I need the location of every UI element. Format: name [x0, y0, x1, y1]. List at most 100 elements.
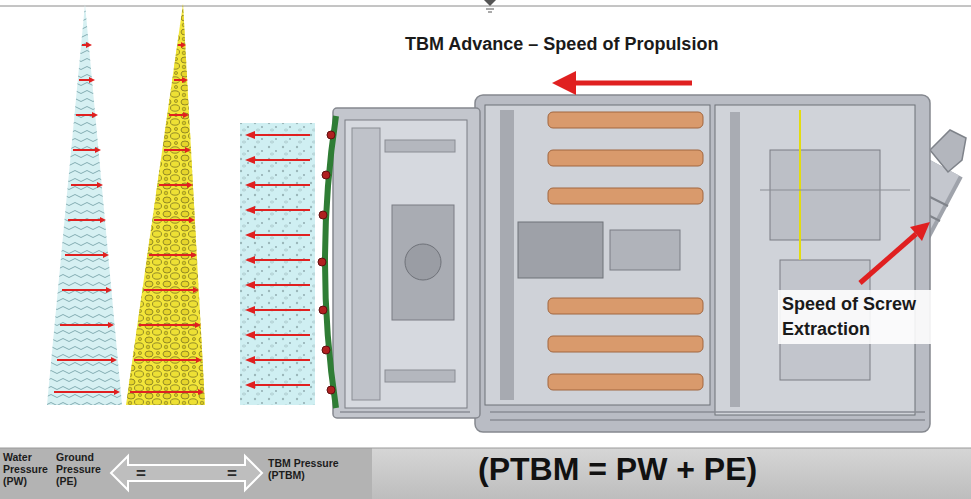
tbm-shield	[333, 108, 480, 418]
thrust-cylinder	[548, 336, 703, 352]
pressure-arrowhead	[181, 42, 204, 395]
tbm-shield	[730, 112, 740, 407]
pressure-arrowhead	[198, 389, 204, 395]
pressure-arrowhead	[181, 42, 186, 48]
advance-arrow	[552, 71, 576, 95]
tbm-shield	[500, 110, 514, 400]
pressure-arrowhead	[245, 156, 255, 164]
water-surface	[0, 0, 971, 12]
pressure-arrow	[139, 324, 196, 326]
pressure-arrowhead	[86, 42, 92, 48]
pressure-arrow	[254, 184, 310, 186]
motion-label: Speed of Screw Extraction	[778, 290, 961, 344]
bottom-bar	[0, 448, 971, 499]
tbm-shield	[475, 95, 930, 432]
pressure-arrowhead	[111, 357, 117, 363]
pressure-arrowhead	[106, 287, 112, 293]
pressure-arrow	[54, 45, 116, 392]
pressure-arrowhead	[245, 331, 255, 339]
pressure-arrowhead	[185, 147, 191, 153]
pressure-arrow	[174, 79, 183, 81]
pressure-arrow	[169, 114, 184, 116]
pressure-arrow	[254, 135, 310, 385]
double-arrow-shape	[111, 456, 262, 490]
bottom-bar	[0, 448, 971, 449]
pressure-arrowhead	[245, 356, 255, 364]
pressure-arrowhead	[195, 322, 201, 328]
thrust-cylinder	[548, 298, 703, 314]
pressure-arrow	[54, 391, 116, 393]
pressure-arrow	[254, 134, 310, 136]
thrust-cylinder	[548, 112, 703, 128]
tbm-shield	[610, 230, 680, 270]
tbm-shield	[352, 128, 380, 400]
tbm-shield	[760, 190, 910, 191]
bottom-bar	[0, 448, 971, 499]
pressure-arrowhead	[245, 381, 255, 389]
tbm-shield	[405, 244, 441, 280]
label-holder: TBM Pressure (PTBM)	[268, 457, 352, 481]
pressure-arrowhead	[191, 252, 197, 258]
label-holder: Speed of Screw Extraction	[778, 290, 961, 344]
water-surface	[486, 9, 494, 10]
cutterhead	[319, 306, 327, 314]
screw-conveyor	[930, 130, 966, 172]
pressure-label: TBM Pressure (PTBM)	[268, 457, 352, 481]
arrow-text-row: ==	[110, 455, 263, 491]
water-pressure-triangle	[47, 4, 122, 405]
pressure-arrowhead	[245, 306, 255, 314]
pressure-arrow	[144, 289, 194, 291]
pressure-arrow	[134, 359, 197, 361]
cutterhead	[319, 211, 327, 219]
pressure-arrow	[254, 259, 310, 261]
pressure-arrow	[62, 289, 108, 291]
pressure-arrowhead	[183, 112, 189, 118]
pressure-arrow	[254, 309, 310, 311]
advance-arrow	[552, 71, 692, 95]
pressure-label: Ground Pressure (PE)	[56, 451, 108, 487]
pressure-arrow	[65, 254, 105, 256]
pressure-arrowhead	[182, 77, 188, 83]
tbm-shield	[333, 95, 930, 432]
pressure-arrow	[60, 324, 110, 326]
pressure-arrow	[71, 184, 99, 186]
tbm-shield	[392, 205, 454, 320]
water-surface	[0, 6, 971, 7]
pressure-arrowhead	[97, 182, 103, 188]
pressure-arrowhead	[92, 112, 98, 118]
pressure-arrow	[254, 209, 310, 211]
pressure-arrow	[73, 149, 97, 151]
pressure-arrowhead	[95, 147, 101, 153]
cutterhead	[318, 116, 336, 408]
pressure-arrow	[149, 254, 192, 256]
tbm-shield	[518, 222, 603, 278]
pressure-arrow	[254, 284, 310, 286]
tbm-shield	[490, 419, 925, 421]
thrust-cylinder	[548, 150, 703, 166]
pressure-arrowhead	[245, 231, 255, 239]
pressure-arrowhead	[245, 131, 255, 139]
equals-sign: =	[227, 465, 237, 482]
water-pressure-triangle	[47, 4, 122, 405]
cutterhead	[327, 386, 335, 394]
extraction-arrow	[910, 222, 930, 241]
ground-pressure-triangle	[126, 4, 205, 405]
thrust-cylinder	[548, 374, 703, 390]
cutterhead	[327, 131, 335, 139]
face-pressure-block	[240, 123, 315, 405]
pressure-arrowhead	[89, 77, 95, 83]
ground-pressure-triangle	[126, 4, 205, 405]
double-arrow-outline	[110, 455, 263, 491]
pressure-arrowhead	[193, 287, 199, 293]
pressure-arrowhead	[245, 256, 255, 264]
pressure-arrow	[254, 334, 310, 336]
pressure-arrowhead	[245, 281, 255, 289]
motion-label: TBM Advance – Speed of Propulsion	[405, 34, 718, 56]
pressure-arrow	[154, 219, 190, 221]
equals-sign: =	[136, 465, 146, 482]
pressure-arrow	[254, 159, 310, 161]
thrust-cylinder	[548, 112, 703, 390]
cutterhead	[325, 116, 336, 408]
face-pressure-block	[240, 123, 315, 405]
label-holder: Ground Pressure (PE)	[56, 451, 108, 487]
